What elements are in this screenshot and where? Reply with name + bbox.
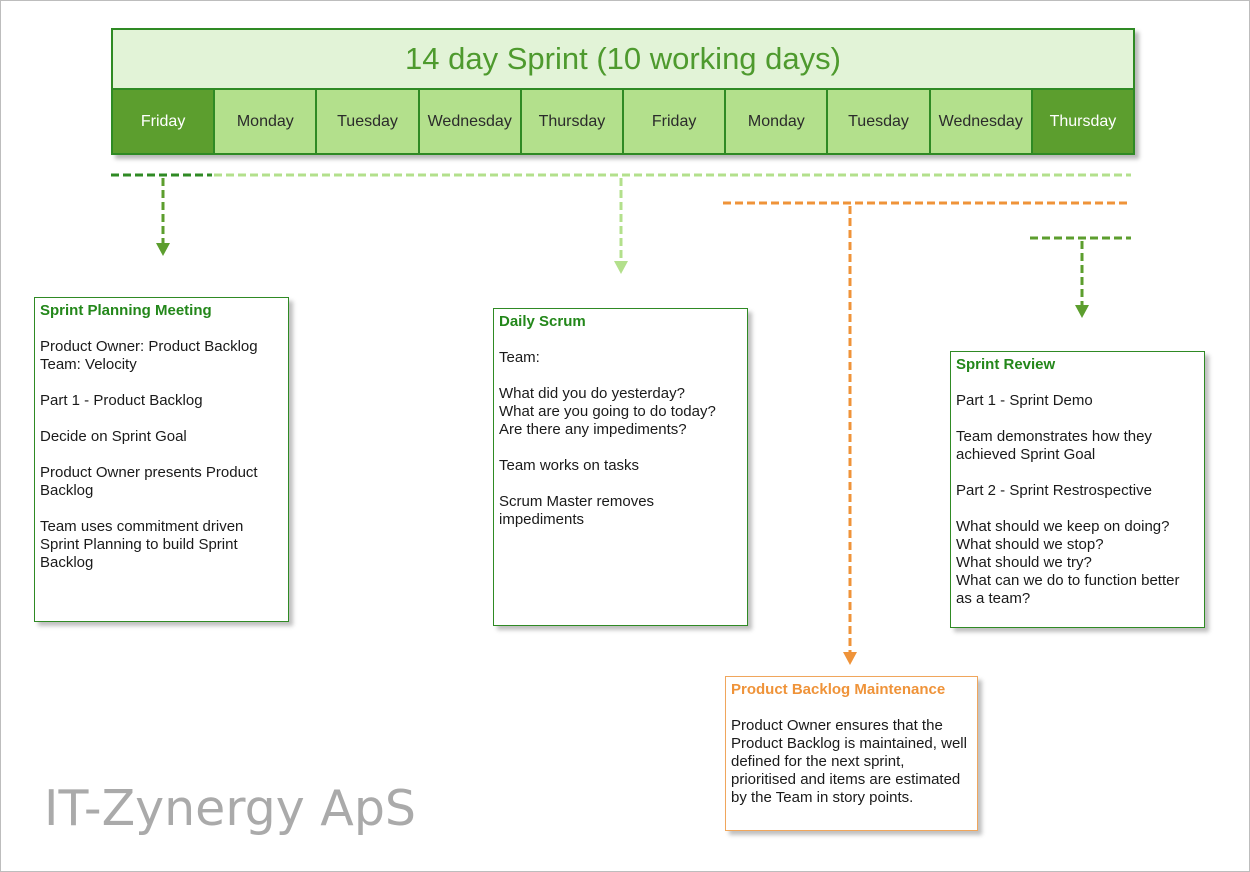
day-cell-tuesday: Tuesday: [828, 90, 931, 153]
planning-paragraph: Product Owner: Product Backlog Team: Vel…: [40, 338, 258, 373]
review-paragraph: Team demonstrates how they achieved Spri…: [956, 428, 1152, 463]
review-paragraph: Part 2 - Sprint Restrospective: [956, 482, 1152, 499]
product-backlog-maintenance-title: Product Backlog Maintenance: [731, 681, 946, 698]
planning-paragraph: Product Owner presents Product Backlog: [40, 464, 258, 499]
product-backlog-maintenance-box: Product Backlog Maintenance Product Owne…: [725, 676, 978, 831]
maintenance-paragraph: Product Owner ensures that the Product B…: [731, 717, 967, 806]
day-cell-thursday: Thursday: [521, 90, 625, 153]
sprint-planning-title: Sprint Planning Meeting: [40, 302, 212, 319]
planning-paragraph: Part 1 - Product Backlog: [40, 392, 203, 409]
day-cell-monday: Monday: [215, 90, 318, 153]
sprint-planning-box: Sprint Planning Meeting Product Owner: P…: [34, 297, 289, 622]
daily-paragraph: Team:: [499, 349, 540, 366]
planning-arrow-head: [156, 243, 170, 256]
sprint-review-title: Sprint Review: [956, 356, 1056, 373]
planning-paragraph: Decide on Sprint Goal: [40, 428, 187, 445]
review-paragraph: What should we keep on doing? What shoul…: [956, 518, 1180, 607]
day-cell-monday: Monday: [726, 90, 829, 153]
company-logo-text: IT-Zynergy ApS: [44, 780, 417, 837]
day-cell-friday: Friday: [113, 90, 216, 153]
daily-scrum-box: Daily Scrum Team: What did you do yesterd…: [493, 308, 748, 626]
review-arrow-head: [1075, 305, 1089, 318]
daily-paragraph: Scrum Master removes impediments: [499, 493, 655, 528]
day-cell-tuesday: Tuesday: [317, 90, 420, 153]
maintenance-arrow-head: [843, 652, 857, 665]
day-cell-friday: Friday: [624, 90, 727, 153]
planning-paragraph: Team uses commitment driven Sprint Plann…: [40, 518, 244, 571]
day-cell-wednesday: Wednesday: [419, 90, 522, 153]
day-cell-thursday: Thursday: [1032, 90, 1134, 153]
daily-paragraph: What did you do yesterday? What are you …: [499, 385, 716, 438]
day-cell-wednesday: Wednesday: [930, 90, 1033, 153]
daily-arrow-head: [614, 261, 628, 274]
daily-paragraph: Team works on tasks: [499, 457, 640, 474]
daily-scrum-title: Daily Scrum: [499, 313, 586, 330]
sprint-title: 14 day Sprint (10 working days): [113, 30, 1133, 90]
review-paragraph: Part 1 - Sprint Demo: [956, 392, 1093, 409]
